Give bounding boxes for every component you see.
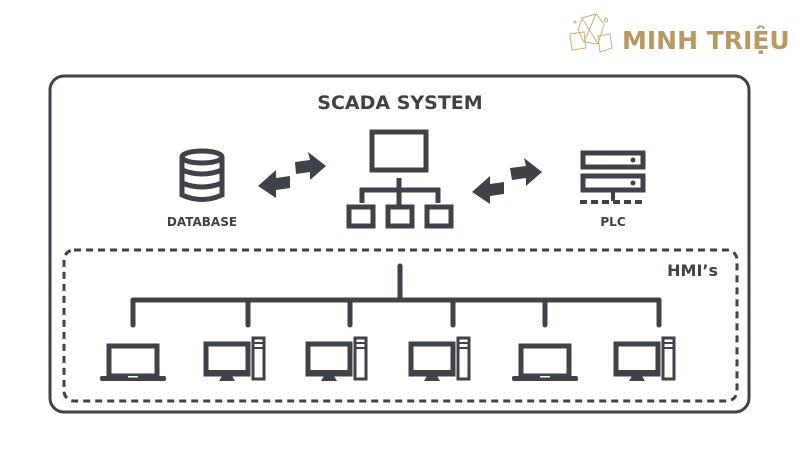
plc-label: PLC (600, 215, 625, 229)
network-hierarchy-icon (346, 129, 454, 229)
database-label: DATABASE (167, 215, 237, 229)
desktop-computer-icon (613, 336, 676, 381)
hmi-bus (130, 263, 662, 328)
server-rack-icon (580, 150, 646, 204)
hmi-group-frame (62, 248, 739, 403)
crystal-gem-icon (569, 13, 613, 53)
database-icon (179, 148, 225, 202)
diagram-title: SCADA SYSTEM (317, 92, 482, 114)
desktop-computer-icon (408, 336, 471, 381)
desktop-computer-icon (203, 336, 266, 381)
bidirectional-arrow-icon (258, 152, 326, 198)
laptop-icon (512, 343, 578, 381)
bidirectional-arrow-icon (472, 158, 542, 204)
scada-system-frame (48, 74, 751, 414)
brand-logo: MINH TRIỆU (569, 13, 790, 55)
hmi-devices (100, 336, 676, 381)
desktop-computer-icon (305, 336, 368, 381)
brand-name: MINH TRIỆU (622, 25, 790, 55)
hmi-group-label: HMI’s (667, 261, 718, 280)
laptop-icon (100, 343, 166, 381)
